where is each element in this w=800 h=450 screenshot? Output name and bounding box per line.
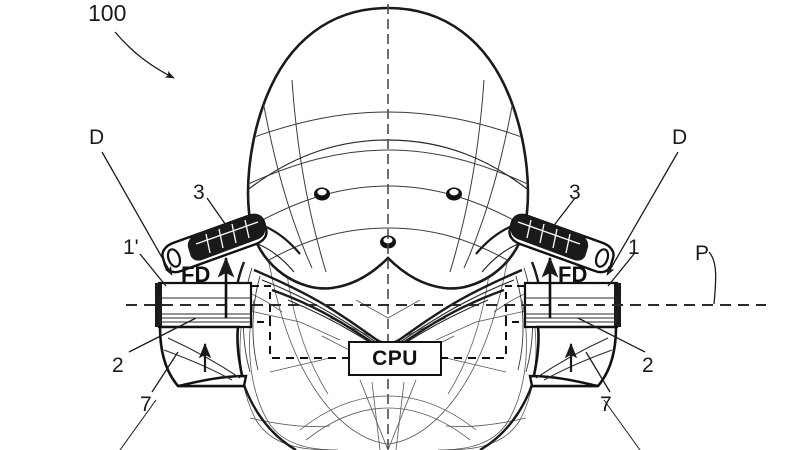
bolt-right [446,187,462,201]
bolt-center [380,235,396,249]
screen-seam-left-outer [261,95,313,269]
leader-section-right [606,151,679,276]
section-label-left: D [89,126,105,149]
leader-grip-right [551,197,576,229]
section-label-right: D [672,126,688,149]
cpu-wire-right [442,304,507,359]
grip-label-left: 3 [193,181,205,204]
grip-label-right: 3 [569,181,581,204]
handlebar-grip-right [475,213,615,274]
leader-grip-left [206,197,229,229]
flow-label-left: FD [181,262,211,287]
figure-number: 100 [88,0,127,26]
handlebar-grip-left [161,213,301,274]
leader-vane-right [585,351,611,393]
cpu-wire-left [269,304,348,359]
leader-vane-left [151,351,179,393]
screen-seam-right-outer [463,95,515,269]
leader-plane [708,251,717,305]
vane-label-left: 7 [140,393,152,416]
leader-figure-number [114,31,175,79]
leader-deflector-right [577,317,646,353]
plane-label: P [695,242,710,265]
cpu-label: CPU [372,346,418,370]
screen-seam-left-inner [291,79,327,273]
duct-label-left: 1' [123,236,139,259]
duct-label-right: 1 [628,236,640,259]
bolt-left [314,187,330,201]
air-duct-right [505,281,621,388]
leader-extra-left [119,399,157,450]
duct-left-edge [155,283,162,327]
leader-section-left [101,151,173,276]
leader-duct-right [607,253,635,287]
screen-seam-right-inner [449,79,485,273]
leader-duct-left [139,253,167,287]
windscreen-bolts [314,187,462,249]
deflector-label-left: 2 [112,354,124,377]
leader-deflector-left [128,317,197,353]
cpu-box: CPU [348,341,442,376]
flow-label-right: FD [558,262,588,287]
cpu-wiring [269,304,507,359]
deflector-label-right: 2 [642,354,654,377]
vane-label-right: 7 [600,393,612,416]
leader-lines [101,31,717,450]
leader-extra-right [603,399,641,450]
